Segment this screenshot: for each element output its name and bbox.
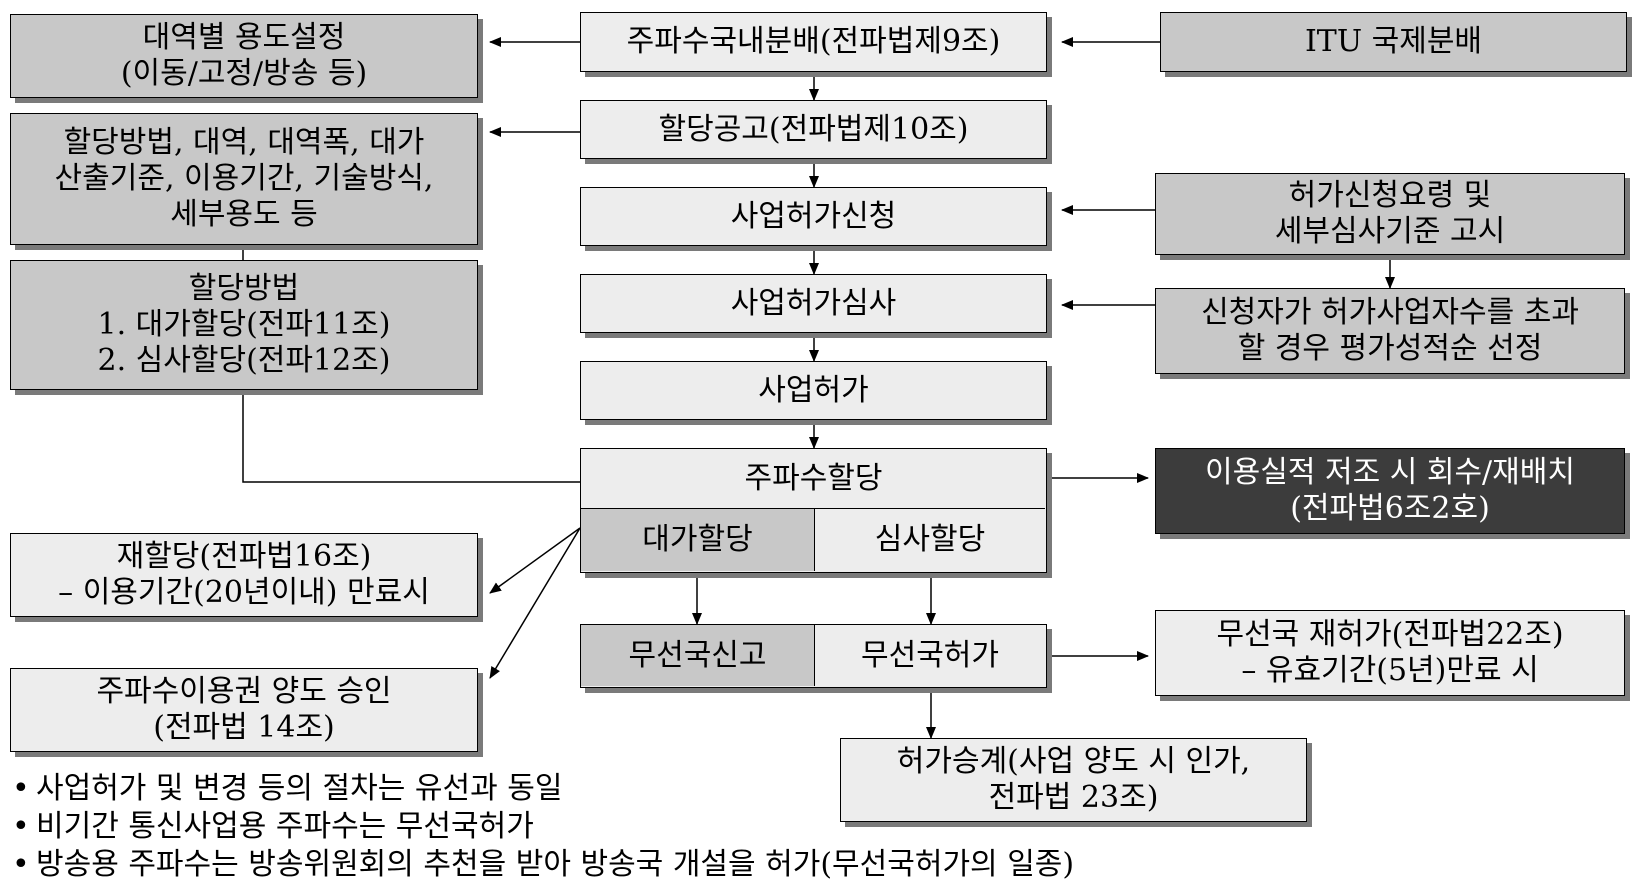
alloc-method-box: 할당방법 1. 대가할당(전파11조) 2. 심사할당(전파12조): [10, 260, 478, 390]
station-license-cell: 무선국허가: [861, 637, 999, 673]
review-alloc-cell: 심사할당: [815, 508, 1045, 571]
arrow-alloc-to-realloc: [489, 527, 581, 594]
connector-method-to-freq-alloc: [242, 390, 580, 483]
realloc-box: 재할당(전파법16조) – 이용기간(20년이내) 만료시: [10, 533, 478, 617]
transfer-box: 주파수이용권 양도 승인 (전파법 14조): [10, 668, 478, 752]
apply-guide-box: 허가신청요령 및 세부심사기준 고시: [1155, 173, 1625, 255]
applicant-excess-box: 신청자가 허가사업자수를 초과 할 경우 평가성적순 선정: [1155, 288, 1625, 374]
freq-alloc-title: 주파수할당: [744, 460, 883, 496]
note-item: •사업허가 및 변경 등의 절차는 유선과 동일: [12, 771, 563, 806]
notes-list: •사업허가 및 변경 등의 절차는 유선과 동일 •비기간 통신사업용 주파수는…: [12, 770, 1074, 884]
recall-box: 이용실적 저조 시 회수/재배치 (전파법6조2호): [1155, 448, 1625, 534]
arrow-alloc-to-transfer: [489, 527, 581, 679]
bullet-icon: •: [12, 847, 30, 882]
license-apply-box: 사업허가신청: [580, 187, 1047, 246]
bullet-icon: •: [12, 809, 30, 844]
license-box: 사업허가: [580, 361, 1047, 420]
station-report-cell: 무선국신고: [581, 625, 815, 686]
station-relicense-box: 무선국 재허가(전파법22조) – 유효기간(5년)만료 시: [1155, 610, 1625, 696]
itu-alloc-box: ITU 국제분배: [1160, 12, 1627, 72]
license-review-box: 사업허가심사: [580, 274, 1047, 333]
domestic-alloc-box: 주파수국내분배(전파법제9조): [580, 12, 1047, 72]
succession-box: 허가승계(사업 양도 시 인가, 전파법 23조): [840, 738, 1307, 822]
station-box: 무선국신고 무선국허가: [580, 624, 1047, 688]
note-item: •비기간 통신사업용 주파수는 무선국허가: [12, 809, 534, 844]
band-use-box: 대역별 용도설정 (이동/고정/방송 등): [10, 14, 478, 98]
alloc-details-box: 할당방법, 대역, 대역폭, 대가 산출기준, 이용기간, 기술방식, 세부용도…: [10, 113, 478, 245]
freq-alloc-box: 주파수할당 대가할당 심사할당: [580, 448, 1047, 573]
alloc-notice-box: 할당공고(전파법제10조): [580, 100, 1047, 159]
bullet-icon: •: [12, 771, 30, 806]
note-item: •방송용 주파수는 방송위원회의 추천을 받아 방송국 개설을 허가(무선국허가…: [12, 847, 1075, 882]
price-alloc-cell: 대가할당: [581, 508, 815, 571]
